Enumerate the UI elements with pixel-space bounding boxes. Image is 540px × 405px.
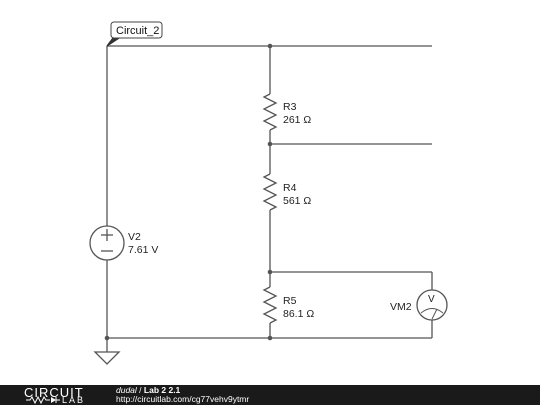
r3-value: 261 Ω — [283, 114, 311, 126]
separator: / — [136, 385, 144, 395]
r5-value: 86.1 Ω — [283, 308, 314, 320]
v2-value: 7.61 V — [128, 244, 158, 256]
node-tag-pointer — [106, 37, 122, 47]
voltmeter-vm2 — [416, 289, 448, 321]
r4-name: R4 — [283, 182, 297, 194]
junction-dot — [267, 141, 273, 147]
junction-dot — [267, 269, 273, 275]
author-link[interactable]: dudal — [116, 385, 137, 395]
v2-name: V2 — [128, 231, 141, 243]
resistor-r4 — [262, 173, 278, 211]
footer-bar: CIRCUIT LAB dudal / Lab 2 2.1 http://cir… — [0, 385, 540, 405]
r4-value: 561 Ω — [283, 195, 311, 207]
r5-name: R5 — [283, 295, 297, 307]
junction-dot — [267, 335, 273, 341]
circuit-meta: dudal / Lab 2 2.1 http://circuitlab.com/… — [116, 386, 249, 404]
node-tag-box[interactable] — [110, 21, 163, 39]
junction-dot — [104, 335, 110, 341]
circuit-url[interactable]: http://circuitlab.com/cg77vehv9ytmr — [116, 394, 250, 404]
node-tag-label: Circuit_2 — [116, 25, 159, 37]
r3-name: R3 — [283, 101, 297, 113]
ground-symbol — [93, 351, 121, 365]
resistor-r3 — [262, 93, 278, 131]
circuit-title[interactable]: Lab 2 2.1 — [143, 385, 181, 395]
voltage-source-v2 — [89, 225, 125, 261]
circuitlab-logo[interactable]: CIRCUIT LAB — [6, 385, 106, 405]
junction-dot — [267, 43, 273, 49]
voltmeter-needle — [431, 308, 438, 320]
logo-text-top: CIRCUIT — [24, 385, 84, 400]
vm2-symbol: V — [428, 294, 435, 305]
voltmeter-arc — [420, 308, 444, 314]
logo-wave-icon — [26, 395, 60, 405]
vm2-name: VM2 — [390, 301, 412, 313]
resistor-r5 — [262, 286, 278, 324]
circuit-schematic: Circuit_2 R3 261 Ω R4 561 Ω R5 86.1 Ω V2… — [89, 21, 448, 365]
logo-text-bottom: LAB — [62, 395, 86, 405]
